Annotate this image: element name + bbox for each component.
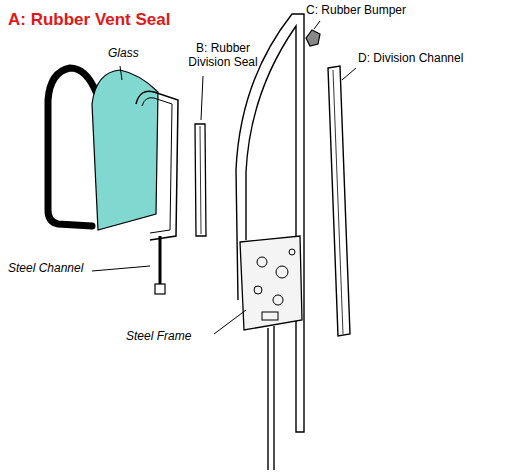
steel-channel-inner (142, 98, 172, 233)
frame-plate (240, 236, 302, 330)
steel-channel (136, 91, 178, 240)
part-label: B: Rubber Division Seal (178, 42, 268, 70)
leader-line (342, 68, 356, 80)
part-label: Glass (108, 47, 168, 61)
part-label: Steel Frame (126, 330, 216, 344)
leader-line (92, 266, 150, 271)
leader-line (201, 76, 203, 120)
steel-frame (236, 14, 304, 432)
division-channel (328, 66, 350, 336)
glass-pane (92, 70, 158, 230)
leader-line (214, 310, 246, 334)
rubber-bumper (306, 30, 320, 46)
vent-seal (48, 68, 96, 226)
leader-line (314, 21, 320, 29)
part-label: Steel Channel (8, 262, 98, 276)
channel-nut (155, 284, 165, 294)
division-seal (195, 124, 206, 236)
leader-line (120, 66, 122, 80)
channel-stem (159, 236, 162, 284)
part-label: C: Rubber Bumper (306, 4, 446, 18)
part-label: D: Division Channel (358, 52, 518, 66)
part-label: A: Rubber Vent Seal (8, 10, 208, 30)
